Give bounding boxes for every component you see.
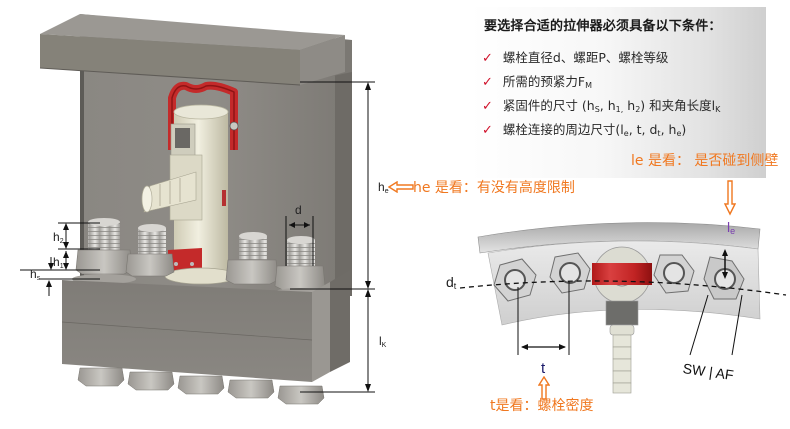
tensioner-top-view xyxy=(592,246,652,394)
dimension-arrows xyxy=(46,82,371,392)
bolt-tensioner-3d-illustration xyxy=(20,14,375,405)
dimension-lines-left xyxy=(20,81,375,393)
label-he: he xyxy=(378,180,389,195)
condition-item: ✓所需的预紧力FM xyxy=(482,74,593,90)
check-icon: ✓ xyxy=(482,75,493,90)
label-hs: hs xyxy=(30,267,41,282)
t-arrow-icon xyxy=(538,376,550,400)
label-d: d xyxy=(295,203,302,217)
condition-item: ✓螺栓连接的周边尺寸(le, t, dt, he) xyxy=(482,122,687,138)
hydraulic-connector xyxy=(141,171,197,213)
bolt-tensioner xyxy=(141,81,239,285)
check-icon: ✓ xyxy=(482,123,493,138)
label-h2: h2 xyxy=(53,230,64,245)
dimension-arrows-right xyxy=(521,249,728,350)
label-t: t xyxy=(541,360,546,377)
label-h1: h1 xyxy=(53,255,64,270)
check-icon: ✓ xyxy=(482,51,493,66)
he-annotation: he 是看：有没有高度限制 xyxy=(413,180,575,196)
le-arrow-icon xyxy=(724,180,736,216)
condition-item: ✓螺栓直径d、螺距P、螺栓等级 xyxy=(482,50,669,66)
bolts-bottom xyxy=(77,367,325,405)
bolt-3 xyxy=(225,232,279,285)
condition-item: ✓紧固件的尺寸 (hS, h1, h2) 和夹角长度lK xyxy=(482,98,721,114)
check-icon: ✓ xyxy=(482,99,493,114)
flange-block xyxy=(61,270,350,382)
he-arrow-icon xyxy=(388,181,414,193)
bolts-top xyxy=(72,218,327,296)
bolt-circle-top-view xyxy=(459,222,787,394)
label-dt: dt xyxy=(446,274,457,291)
label-le: le xyxy=(727,219,736,236)
le-annotation: le 是看： 是否碰到侧壁 xyxy=(631,153,779,169)
bolt-2 xyxy=(125,224,175,277)
label-lk: lK xyxy=(379,334,387,349)
housing-lid xyxy=(39,14,352,86)
panel-title: 要选择合适的拉伸器必须具备以下条件： xyxy=(484,19,722,34)
t-annotation: t是看：螺栓密度 xyxy=(490,398,594,414)
requirements-panel: 要选择合适的拉伸器必须具备以下条件： ✓螺栓直径d、螺距P、螺栓等级 ✓所需的预… xyxy=(470,7,766,178)
